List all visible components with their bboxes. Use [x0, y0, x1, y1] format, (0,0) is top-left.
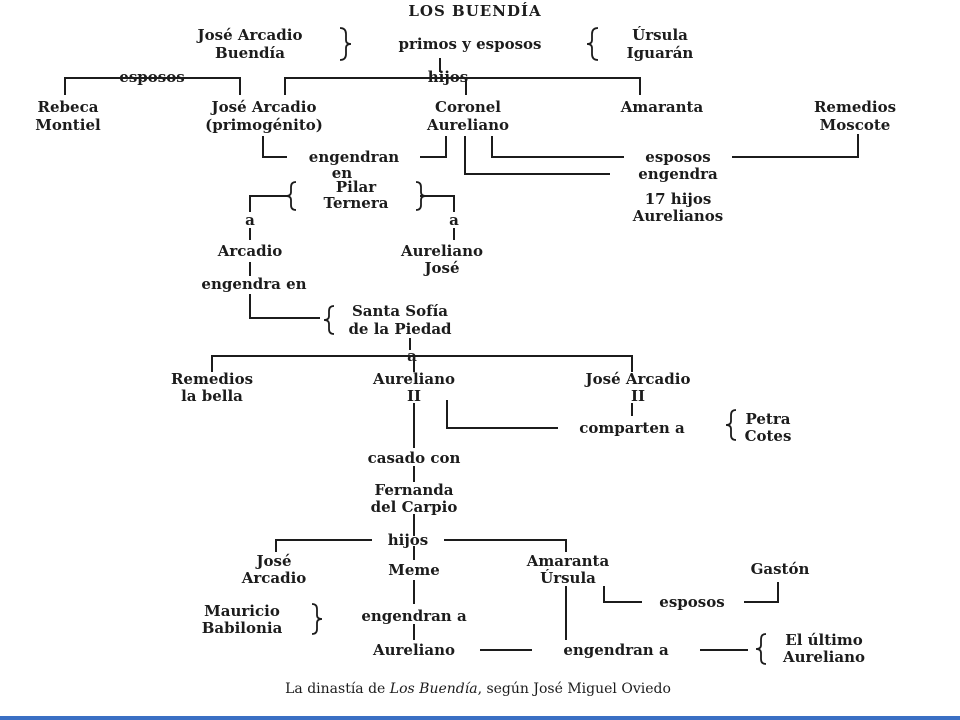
- node-remedios-moscote-line2: Moscote: [820, 116, 891, 134]
- connector-hijos-bar: [284, 77, 641, 95]
- connector-pilar-left: [249, 195, 290, 212]
- node-gaston: Gastón: [751, 560, 810, 578]
- node-aureliano-4: Aureliano: [372, 641, 455, 659]
- node-petra-line1: Petra: [746, 410, 791, 428]
- label-engendran-1: engendran: [309, 148, 399, 166]
- node-pilar-line1: Pilar: [336, 178, 377, 196]
- node-fernanda-line1: Fernanda: [374, 481, 453, 499]
- node-pilar-line2: Ternera: [324, 194, 389, 212]
- brace-ultimo-aureliano: [755, 633, 767, 665]
- node-amaranta-ursula-line1: Amaranta: [526, 552, 610, 570]
- label-casado-con: casado con: [368, 449, 461, 467]
- connector-engendran-left: [262, 136, 287, 158]
- label-engendra: engendra: [638, 165, 718, 183]
- node-remedios-la-bella-line2: la bella: [181, 387, 243, 405]
- label-primos-y-esposos: primos y esposos: [399, 35, 542, 53]
- node-mauricio-line2: Babilonia: [202, 619, 283, 637]
- connector-esposos-gaston-right: [744, 582, 779, 603]
- node-rebeca-line2: Montiel: [35, 116, 101, 134]
- node-santa-sofia-line1: Santa Sofía: [352, 302, 448, 320]
- connector-a-bar: [211, 355, 633, 372]
- node-jose-arcadio-3-line2: Arcadio: [241, 569, 307, 587]
- brace-ursula: [586, 27, 599, 61]
- label-comparten-a: comparten a: [579, 419, 685, 437]
- label-esposos-remedios: esposos: [645, 148, 710, 166]
- brace-pilar-left: [285, 181, 297, 211]
- node-arcadio: Arcadio: [217, 242, 283, 260]
- connector-esposos-left: [491, 136, 624, 158]
- brace-santa-sofia: [323, 305, 335, 335]
- connector-hijos2-left: [275, 539, 372, 552]
- node-aureliano-jose-line2: José: [422, 259, 459, 277]
- label-en: en: [332, 164, 353, 182]
- connector-hijos2-right: [444, 539, 567, 552]
- node-coronel-aureliano-line1: Coronel: [435, 98, 501, 116]
- label-hijos-1: hijos: [428, 68, 468, 86]
- node-aureliano-jose-line1: Aureliano: [400, 242, 483, 260]
- node-17-hijos-line1: 17 hijos: [645, 190, 712, 208]
- connector-engendran-right: [420, 136, 447, 158]
- connector-esposos-right: [732, 134, 859, 158]
- node-coronel-aureliano-line2: Aureliano: [426, 116, 509, 134]
- node-jose-arcadio-primogenito-line1: José Arcadio: [210, 98, 317, 116]
- tree-labels: LOS BUENDÍA José Arcadio Buendía primos …: [35, 2, 896, 697]
- node-jose-arcadio-buendia-line2: Buendía: [215, 44, 285, 62]
- connector-esposos-rebeca: [64, 77, 241, 95]
- connector-pilar-right: [420, 195, 455, 212]
- label-engendra-en: engendra en: [201, 275, 306, 293]
- node-remedios-moscote-line1: Remedios: [814, 98, 896, 116]
- node-remedios-la-bella-line1: Remedios: [171, 370, 253, 388]
- node-amaranta-ursula-line2: Úrsula: [540, 569, 596, 587]
- node-rebeca-line1: Rebeca: [38, 98, 99, 116]
- node-ursula-line1: Úrsula: [632, 26, 688, 44]
- node-jose-arcadio-ii-line2: II: [631, 387, 645, 405]
- node-jose-arcadio-3-line1: José: [254, 552, 291, 570]
- connector-comparten-left: [446, 400, 558, 429]
- node-jose-arcadio-primogenito-line2: (primogénito): [205, 116, 323, 134]
- node-aureliano-ii-line2: II: [407, 387, 421, 405]
- node-jose-arcadio-buendia-line1: José Arcadio: [196, 26, 303, 44]
- label-a-left: a: [245, 211, 255, 229]
- node-meme: Meme: [388, 561, 440, 579]
- node-santa-sofia-line2: de la Piedad: [348, 320, 452, 338]
- node-ultimo-aureliano-line1: El último: [785, 631, 862, 649]
- tree-connectors: [64, 58, 859, 651]
- label-hijos-2: hijos: [388, 531, 428, 549]
- node-mauricio-line1: Mauricio: [204, 602, 280, 620]
- tree-braces: [285, 27, 767, 665]
- node-ursula-line2: Iguarán: [627, 44, 694, 62]
- connector-esposos-gaston-left: [603, 586, 642, 603]
- node-amaranta: Amaranta: [620, 98, 704, 116]
- label-a-center: a: [407, 347, 417, 365]
- label-esposos-rebeca: esposos: [119, 68, 184, 86]
- brace-pilar-right: [415, 181, 427, 211]
- label-esposos-gaston: esposos: [659, 593, 724, 611]
- caption-suffix: , según José Miguel Oviedo: [478, 681, 671, 697]
- slide-bottom-border: [0, 716, 960, 720]
- diagram-caption: La dinastía de Los Buendía, según José M…: [285, 681, 671, 697]
- label-a-right: a: [449, 211, 459, 229]
- label-engendran-a: engendran a: [361, 607, 467, 625]
- node-17-hijos-line2: Aurelianos: [632, 207, 723, 225]
- brace-mauricio: [311, 603, 323, 635]
- connector-santa-sofia: [249, 294, 320, 319]
- node-ultimo-aureliano-line2: Aureliano: [782, 648, 865, 666]
- brace-jose-arcadio-buendia: [339, 27, 352, 61]
- node-aureliano-ii-line1: Aureliano: [372, 370, 455, 388]
- label-engendran-a-2: engendran a: [563, 641, 669, 659]
- diagram-title: LOS BUENDÍA: [408, 2, 541, 20]
- node-jose-arcadio-ii-line1: José Arcadio: [584, 370, 691, 388]
- node-petra-line2: Cotes: [745, 427, 792, 445]
- node-fernanda-line2: del Carpio: [371, 498, 458, 516]
- caption-prefix: La dinastía de: [285, 681, 390, 697]
- connector-engendra: [464, 136, 610, 175]
- caption-italic: Los Buendía: [389, 681, 478, 697]
- brace-petra-cotes: [725, 409, 737, 441]
